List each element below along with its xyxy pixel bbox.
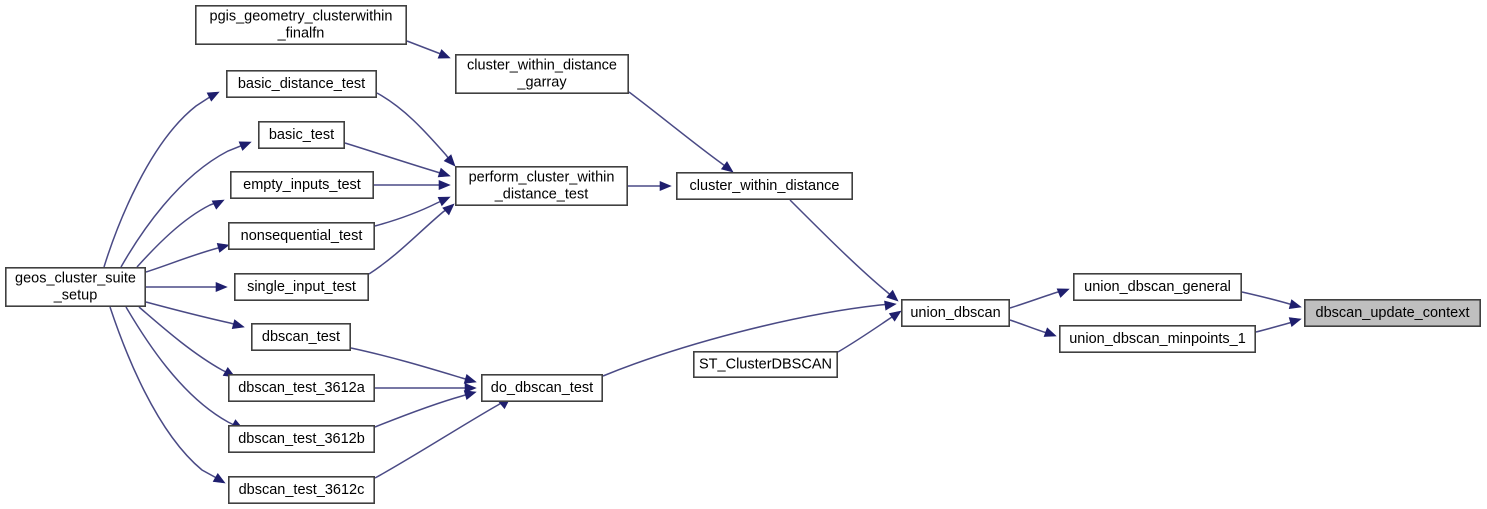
edge-union_dbscan_general-to-dbscan_update_context	[1241, 291, 1298, 307]
edge-dbscan_test_3612b-to-do_dbscan_test	[374, 392, 473, 428]
edge-basic_distance_test-to-perform_cluster_within_distance_test	[376, 92, 453, 164]
node-box-geos_cluster_suite_setup[interactable]	[5, 266, 146, 307]
node-nonsequential_test[interactable]: nonsequential_test	[228, 222, 375, 251]
arrowhead-do_dbscan_test->union_dbscan	[884, 300, 897, 311]
arrowhead-ST_ClusterDBSCAN->union_dbscan	[888, 310, 902, 322]
edge-geos_cluster_suite_setup-to-basic_test	[120, 142, 249, 268]
arrowhead-union_dbscan_minpoints_1->dbscan_update_context	[1288, 317, 1302, 327]
node-union_dbscan_general[interactable]: union_dbscan_general	[1073, 272, 1243, 301]
arrowhead-dbscan_test->do_dbscan_test	[463, 374, 477, 384]
edge-basic_test-to-perform_cluster_within_distance_test	[344, 142, 447, 176]
edge-nonsequential_test-to-perform_cluster_within_distance_test	[374, 198, 447, 227]
arrowhead-geos_cluster_suite_setup->basic_distance_test	[206, 91, 220, 102]
node-box-dbscan_test_3612c[interactable]	[228, 475, 375, 504]
node-ST_ClusterDBSCAN[interactable]: ST_ClusterDBSCAN	[692, 350, 838, 378]
node-dbscan_test[interactable]: dbscan_test	[251, 322, 352, 351]
arrowhead-geos_cluster_suite_setup->dbscan_test_3612c	[212, 472, 226, 484]
node-box-dbscan_test_3612a[interactable]	[228, 373, 375, 402]
node-do_dbscan_test[interactable]: do_dbscan_test	[480, 373, 603, 402]
edge-ST_ClusterDBSCAN-to-union_dbscan	[837, 312, 899, 353]
edge-cluster_within_distance-to-union_dbscan	[789, 199, 895, 299]
node-dbscan_test_3612b[interactable]: dbscan_test_3612b	[228, 424, 375, 453]
arrowhead-basic_distance_test->perform	[443, 154, 456, 167]
node-box-dbscan_test_3612b[interactable]	[228, 424, 375, 453]
node-dbscan_test_3612c[interactable]: dbscan_test_3612c	[228, 475, 375, 504]
node-box-basic_test[interactable]	[257, 121, 345, 150]
arrowhead-geos_cluster_suite_setup->basic_test	[238, 141, 252, 151]
node-basic_distance_test[interactable]: basic_distance_test	[226, 70, 377, 99]
node-box-union_dbscan_minpoints_1[interactable]	[1059, 324, 1257, 353]
arrowhead-basic_test->perform	[437, 167, 451, 178]
node-perform_cluster_within_distance_test[interactable]: perform_cluster_within_distance_test	[454, 166, 628, 207]
arrowhead-geos_cluster_suite_setup->nonsequential_test	[216, 243, 230, 253]
arrowhead-dbscan_test_3612b->do_dbscan_test	[463, 390, 477, 400]
edge-geos_cluster_suite_setup-to-dbscan_test	[145, 301, 242, 327]
arrowhead-single_input_test->perform	[442, 203, 455, 216]
edge-geos_cluster_suite_setup-to-nonsequential_test	[145, 245, 228, 273]
node-box-do_dbscan_test[interactable]	[480, 373, 603, 402]
edge-cluster_within_distance_garray-to-cluster_within_distance	[628, 91, 730, 170]
edge-do_dbscan_test-to-union_dbscan	[602, 303, 893, 377]
edge-union_dbscan-to-union_dbscan_general	[1009, 289, 1066, 309]
node-geos_cluster_suite_setup[interactable]: geos_cluster_suite_setup	[5, 266, 146, 307]
node-box-ST_ClusterDBSCAN[interactable]	[692, 350, 838, 378]
arrowhead-dbscan_test_3612a->do_dbscan_test	[464, 382, 477, 394]
arrowhead-perform->cluster_within_distance	[659, 180, 672, 192]
arrowhead-empty_inputs_test->perform	[438, 179, 451, 191]
node-box-cluster_within_distance[interactable]	[675, 172, 853, 201]
arrowhead-geos_cluster_suite_setup->single_input_test	[215, 281, 228, 293]
node-basic_test[interactable]: basic_test	[257, 121, 345, 150]
node-cluster_within_distance_garray[interactable]: cluster_within_distance_garray	[454, 53, 629, 95]
arrowhead-geos_cluster_suite_setup->dbscan_test	[231, 319, 245, 329]
arrowhead-cluster_within_distance_garray->cluster_within_distance	[720, 161, 734, 173]
arrowheads-layer	[206, 49, 1302, 484]
node-box-dbscan_update_context[interactable]	[1304, 298, 1482, 327]
node-dbscan_test_3612a[interactable]: dbscan_test_3612a	[228, 373, 375, 402]
edge-geos_cluster_suite_setup-to-dbscan_test_3612b	[125, 306, 241, 429]
node-pgis_geometry_clusterwithin_finalfn[interactable]: pgis_geometry_clusterwithin_finalfn	[195, 5, 407, 46]
node-empty_inputs_test[interactable]: empty_inputs_test	[230, 171, 374, 200]
arrowhead-pgis_geometry_clusterwithin_finalfn->cluster_within_distance_garray	[437, 49, 451, 59]
node-box-basic_distance_test[interactable]	[226, 70, 377, 99]
edge-geos_cluster_suite_setup-to-dbscan_test_3612a	[138, 306, 233, 376]
arrowhead-union_dbscan->union_dbscan_minpoints_1	[1043, 327, 1057, 337]
node-union_dbscan_minpoints_1[interactable]: union_dbscan_minpoints_1	[1059, 324, 1257, 353]
node-box-union_dbscan[interactable]	[900, 298, 1010, 327]
node-box-single_input_test[interactable]	[234, 272, 369, 301]
node-box-cluster_within_distance_garray[interactable]	[454, 53, 629, 95]
node-cluster_within_distance[interactable]: cluster_within_distance	[675, 172, 853, 201]
node-box-nonsequential_test[interactable]	[228, 222, 375, 251]
arrowhead-geos_cluster_suite_setup->empty_inputs_test	[211, 199, 225, 210]
node-box-pgis_geometry_clusterwithin_finalfn[interactable]	[195, 5, 407, 46]
edges-layer	[103, 40, 1298, 482]
edge-geos_cluster_suite_setup-to-empty_inputs_test	[136, 200, 222, 268]
nodes-layer: geos_cluster_suite_setup pgis_geometry_cl…	[5, 5, 1482, 504]
node-single_input_test[interactable]: single_input_test	[234, 272, 369, 301]
edge-dbscan_test_3612c-to-do_dbscan_test	[374, 399, 507, 479]
node-box-empty_inputs_test[interactable]	[230, 171, 374, 200]
node-union_dbscan[interactable]: union_dbscan	[900, 298, 1010, 327]
edge-dbscan_test-to-do_dbscan_test	[350, 347, 473, 382]
node-box-union_dbscan_general[interactable]	[1073, 272, 1243, 301]
node-box-dbscan_test[interactable]	[251, 322, 352, 351]
arrowhead-union_dbscan->union_dbscan_general	[1056, 288, 1070, 298]
arrowhead-union_dbscan_general->dbscan_update_context	[1288, 299, 1302, 309]
arrowhead-cluster_within_distance->union_dbscan	[886, 289, 899, 302]
arrowhead-nonsequential_test->perform	[437, 196, 451, 207]
edge-geos_cluster_suite_setup-to-basic_distance_test	[103, 92, 217, 268]
node-box-perform_cluster_within_distance_test[interactable]	[454, 166, 628, 207]
edge-pgis_geometry_clusterwithin_finalfn-to-cluster_within_distance_garray	[406, 40, 447, 57]
node-dbscan_update_context[interactable]: dbscan_update_context	[1304, 298, 1482, 327]
edge-geos_cluster_suite_setup-to-dbscan_test_3612c	[109, 306, 223, 482]
edge-single_input_test-to-perform_cluster_within_distance_test	[368, 206, 451, 275]
